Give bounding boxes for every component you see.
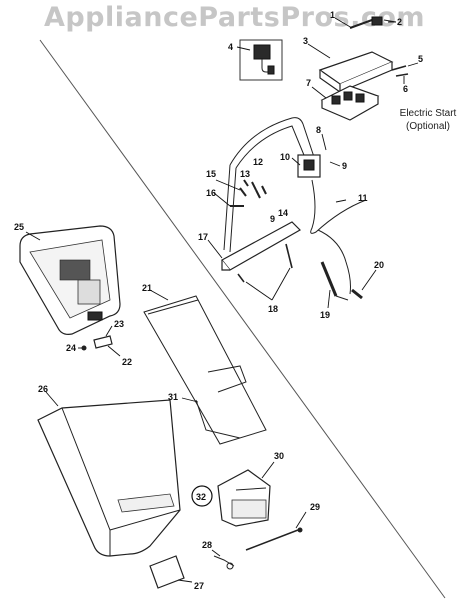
part-deflector bbox=[217, 469, 271, 527]
label-27: 27 bbox=[194, 581, 204, 591]
part-switch bbox=[297, 154, 321, 178]
label-16: 16 bbox=[206, 188, 216, 198]
part-plug bbox=[351, 288, 363, 300]
leader-lines bbox=[25, 17, 419, 583]
label-7: 7 bbox=[306, 78, 311, 88]
electric-start-line2: (Optional) bbox=[406, 121, 450, 132]
label-18: 18 bbox=[268, 304, 278, 314]
part-bag-top bbox=[19, 225, 121, 335]
label-8: 8 bbox=[316, 125, 321, 135]
label-6: 6 bbox=[403, 84, 408, 94]
electric-start-line1: Electric Start bbox=[399, 108, 457, 119]
label-4: 4 bbox=[228, 42, 233, 52]
label-9a: 9 bbox=[342, 161, 347, 171]
part-charger bbox=[239, 39, 283, 81]
label-12: 12 bbox=[253, 157, 263, 167]
label-9b: 9 bbox=[270, 214, 275, 224]
part-latch bbox=[81, 335, 113, 351]
part-battery bbox=[320, 85, 380, 121]
part-cord bbox=[320, 261, 349, 301]
label-19: 19 bbox=[320, 310, 330, 320]
label-32: 32 bbox=[196, 492, 206, 502]
label-1: 1 bbox=[330, 10, 335, 20]
label-25: 25 bbox=[14, 222, 24, 232]
part-key bbox=[349, 16, 397, 29]
watermark-logo: AppliancePartsPros.com bbox=[43, 2, 426, 33]
label-17: 17 bbox=[198, 232, 208, 242]
part-labels: 1 2 3 4 5 6 7 8 10 9 12 13 15 16 9 14 11… bbox=[14, 10, 423, 591]
label-23: 23 bbox=[114, 319, 124, 329]
part-small-deflector bbox=[149, 555, 185, 589]
label-26: 26 bbox=[38, 384, 48, 394]
label-20: 20 bbox=[374, 260, 384, 270]
part-rod bbox=[245, 527, 303, 551]
part-upper-handle bbox=[223, 117, 316, 253]
part-32-circle bbox=[191, 485, 213, 507]
label-10: 10 bbox=[280, 152, 290, 162]
label-21: 21 bbox=[142, 283, 152, 293]
label-30: 30 bbox=[274, 451, 284, 461]
part-screws-5-6 bbox=[391, 65, 409, 77]
part-battery-cover bbox=[318, 51, 394, 93]
part-lower-bracket bbox=[221, 221, 301, 283]
label-24: 24 bbox=[66, 343, 76, 353]
part-bag-frame bbox=[143, 295, 267, 445]
part-bag bbox=[37, 399, 181, 557]
electric-start-note: Electric Start (Optional) bbox=[388, 107, 468, 133]
label-3: 3 bbox=[303, 36, 308, 46]
part-bolts bbox=[230, 179, 267, 207]
label-11: 11 bbox=[358, 193, 368, 203]
label-29: 29 bbox=[310, 502, 320, 512]
label-14: 14 bbox=[278, 208, 288, 218]
divider-line bbox=[39, 39, 446, 599]
label-5: 5 bbox=[418, 54, 423, 64]
label-31: 31 bbox=[168, 392, 178, 402]
part-spring bbox=[213, 555, 235, 570]
label-2: 2 bbox=[397, 17, 402, 27]
label-22: 22 bbox=[122, 357, 132, 367]
part-cable bbox=[310, 179, 367, 295]
label-28: 28 bbox=[202, 540, 212, 550]
label-13: 13 bbox=[240, 169, 250, 179]
label-15: 15 bbox=[206, 169, 216, 179]
